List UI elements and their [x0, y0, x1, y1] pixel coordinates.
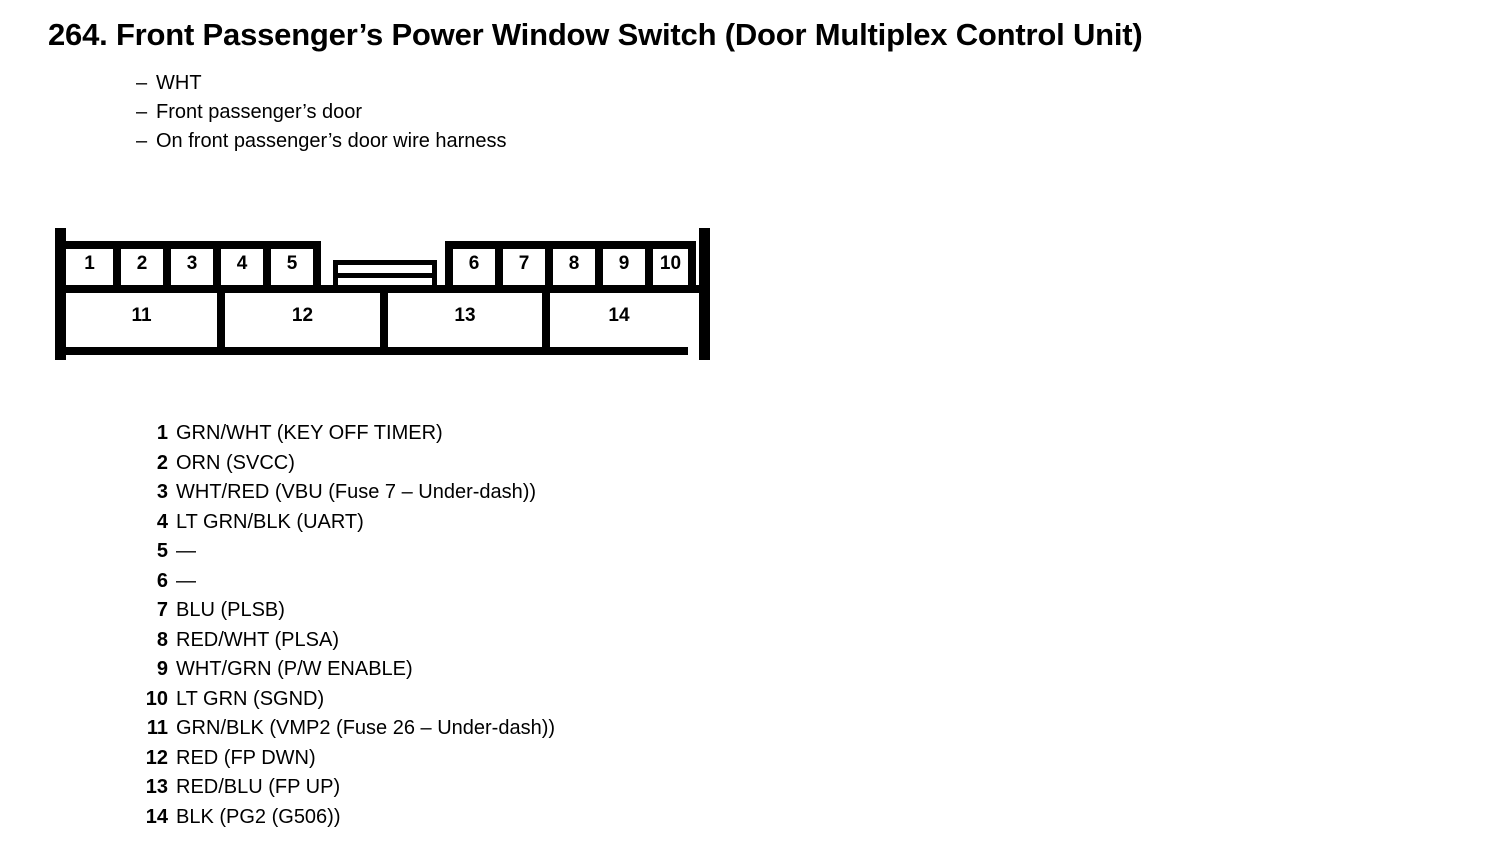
- connector-diagram: 1 2 3 4 5 6 7 8 9 10 11 12 13 14: [55, 228, 710, 360]
- legend-pin-number: 13: [145, 776, 168, 798]
- dash-marker: –: [136, 130, 148, 152]
- cell-separator: [688, 241, 696, 285]
- connector-top-rail-left: [66, 241, 321, 249]
- legend-pin-number: 4: [156, 510, 168, 533]
- connector-notch-top-left: [66, 228, 77, 241]
- legend-item: 9 WHT/GRN (P/W ENABLE): [140, 655, 555, 685]
- legend-pin-description: GRN/BLK (VMP2 (Fuse 26 – Under-dash)): [176, 717, 556, 739]
- cell-separator: [545, 241, 553, 285]
- connector-pin-4: 4: [236, 253, 248, 274]
- legend-item: 7 BLU (PLSB): [140, 596, 555, 626]
- connector-top-rail-right: [445, 241, 688, 249]
- subtitle-item: –Front passenger’s door: [136, 98, 507, 127]
- legend-pin-description: WHT/RED (VBU (Fuse 7 – Under-dash)): [176, 481, 537, 503]
- cell-separator: [445, 241, 453, 285]
- cell-separator: [495, 241, 503, 285]
- cell-separator: [542, 285, 550, 347]
- legend-item: 6—: [140, 567, 555, 597]
- subtitle-text: WHT: [156, 72, 202, 94]
- subtitle-item: –WHT: [136, 69, 507, 98]
- legend-pin-description: RED/WHT (PLSA): [176, 628, 339, 651]
- connector-notch-top-right: [677, 228, 688, 241]
- legend-pin-number: 6: [156, 569, 168, 592]
- cell-separator: [645, 241, 653, 285]
- legend-pin-description: WHT/GRN (P/W ENABLE): [176, 658, 413, 680]
- legend-pin-number: 10: [145, 687, 168, 710]
- legend-item: 8 RED/WHT (PLSA): [140, 626, 555, 656]
- legend-pin-description: —: [176, 540, 196, 562]
- legend-pin-description: ORN (SVCC): [176, 451, 295, 474]
- connector-left-wall: [55, 228, 66, 360]
- legend-pin-number: 7: [156, 599, 168, 621]
- subtitle-list: –WHT –Front passenger’s door –On front p…: [136, 69, 507, 156]
- legend-item: 1 GRN/WHT (KEY OFF TIMER): [140, 419, 555, 449]
- connector-pin-2: 2: [136, 253, 148, 274]
- subtitle-item: –On front passenger’s door wire harness: [136, 127, 507, 156]
- cell-separator: [263, 241, 271, 285]
- legend-item: 14 BLK (PG2 (G506)): [140, 803, 555, 833]
- legend-item: 10 LT GRN (SGND): [140, 685, 555, 715]
- subtitle-text: On front passenger’s door wire harness: [156, 130, 507, 152]
- page-title: 264. Front Passenger’s Power Window Swit…: [48, 17, 1143, 52]
- cell-separator: [313, 241, 321, 285]
- connector-pin-5: 5: [286, 253, 298, 274]
- legend-pin-description: LT GRN (SGND): [176, 687, 325, 710]
- connector-pin-3: 3: [186, 253, 198, 274]
- connector-pin-11: 11: [131, 305, 152, 326]
- legend-pin-number: 14: [145, 805, 168, 828]
- connector-latch: [333, 260, 437, 285]
- connector-right-wall: [699, 228, 710, 360]
- connector-pin-7: 7: [518, 253, 530, 274]
- dash-marker: –: [136, 72, 148, 94]
- legend-pin-description: RED/BLU (FP UP): [176, 776, 341, 798]
- connector-pin-12: 12: [291, 305, 314, 326]
- legend-item: 13 RED/BLU (FP UP): [140, 773, 555, 803]
- connector-pin-9: 9: [618, 253, 630, 274]
- legend-item: 11 GRN/BLK (VMP2 (Fuse 26 – Under-dash)): [140, 714, 555, 744]
- cell-separator: [217, 285, 225, 347]
- legend-pin-number: 9: [156, 658, 168, 680]
- connector-pin-10: 10: [659, 253, 682, 274]
- cell-separator: [163, 241, 171, 285]
- legend-item: 2 ORN (SVCC): [140, 449, 555, 479]
- legend-item: 4 LT GRN/BLK (UART): [140, 508, 555, 538]
- legend-pin-description: BLU (PLSB): [176, 599, 285, 621]
- legend-pin-number: 5: [156, 540, 168, 562]
- subtitle-text: Front passenger’s door: [156, 101, 363, 123]
- legend-pin-description: —: [176, 569, 196, 592]
- legend-pin-description: RED (FP DWN): [176, 746, 316, 769]
- legend-pin-number: 8: [156, 628, 168, 651]
- connector-bottom-rail: [66, 347, 688, 355]
- dash-marker: –: [136, 101, 148, 123]
- legend-item: 12 RED (FP DWN): [140, 744, 555, 774]
- legend-pin-number: 2: [156, 451, 168, 474]
- legend-pin-description: BLK (PG2 (G506)): [176, 805, 341, 828]
- connector-latch-divider: [338, 273, 432, 278]
- cell-separator: [595, 241, 603, 285]
- legend-pin-number: 3: [156, 481, 168, 503]
- legend-item: 5—: [140, 537, 555, 567]
- cell-separator: [380, 285, 388, 347]
- connector-pin-8: 8: [568, 253, 580, 274]
- legend-pin-number: 1: [156, 422, 168, 444]
- connector-pin-6: 6: [468, 253, 480, 274]
- cell-separator: [213, 241, 221, 285]
- cell-separator: [113, 241, 121, 285]
- connector-pin-13: 13: [454, 305, 476, 326]
- legend-item: 3 WHT/RED (VBU (Fuse 7 – Under-dash)): [140, 478, 555, 508]
- legend-pin-number: 12: [145, 746, 168, 769]
- legend-pin-description: LT GRN/BLK (UART): [176, 510, 364, 533]
- legend-pin-number: 11: [146, 717, 168, 739]
- connector-pin-1: 1: [84, 253, 95, 274]
- legend-pin-description: GRN/WHT (KEY OFF TIMER): [176, 422, 443, 444]
- connector-pin-14: 14: [608, 305, 630, 326]
